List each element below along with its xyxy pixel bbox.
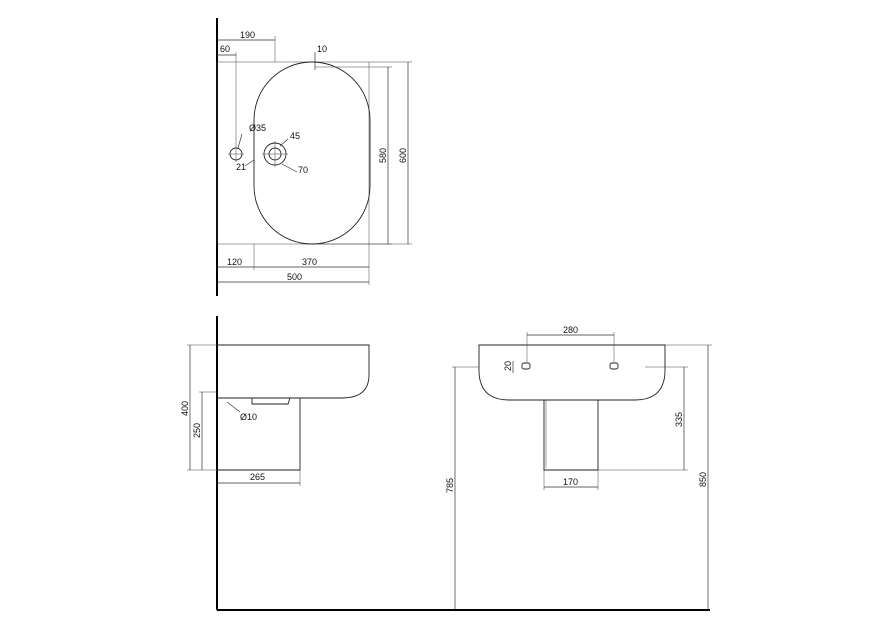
front-tap-hole-right [609,362,619,370]
side-view: 400 250 Ø10 265 [180,316,710,611]
dim-pedestal-depth: 265 [250,472,265,482]
dim-overflow-drop: 21 [236,162,246,172]
side-basin-profile [217,344,370,471]
dim-basin-height: 400 [180,401,190,416]
dim-tap-centres: 280 [563,325,578,335]
dim-bowl-depth: 580 [378,148,388,163]
dim-pedestal-height: 250 [192,423,202,438]
plan-view: 190 60 10 Ø35 45 21 70 580 600 [216,18,412,296]
side-waste [251,397,291,405]
dim-floor-to-rim: 850 [698,472,708,487]
dim-floor-to-basin: 785 [445,478,455,493]
dim-tap-hole: 45 [290,131,300,141]
dim-pedestal-front: 335 [674,412,684,427]
dim-hole-height: 20 [503,361,513,371]
basin-bowl [253,61,371,245]
front-tap-hole-left [521,362,531,370]
front-view: 280 20 785 335 850 170 [445,325,712,610]
dim-left-margin: 120 [227,257,242,267]
dim-tap-surround: 70 [298,165,308,175]
front-basin-body [478,344,666,401]
front-pedestal [543,400,599,471]
dim-tap-offset: 190 [240,30,255,40]
dim-waste-dia: Ø10 [240,412,257,422]
dim-total-depth: 600 [398,148,408,163]
dim-bowl-width: 370 [302,257,317,267]
dim-rim: 10 [317,44,327,54]
dim-overflow-dia: Ø35 [249,123,266,133]
basin-outer-outline [216,61,370,245]
dim-total-width: 500 [287,272,302,282]
dim-overflow-offset: 60 [220,44,230,54]
dim-pedestal-width: 170 [563,477,578,487]
